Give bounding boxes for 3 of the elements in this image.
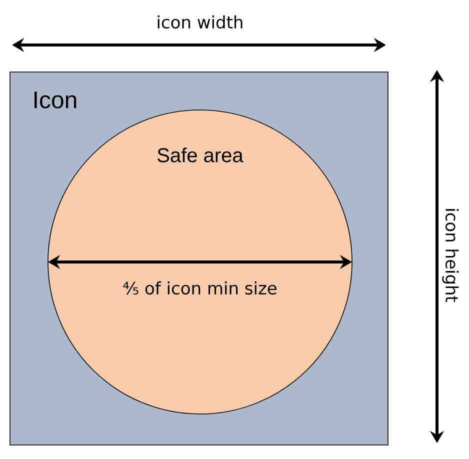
dimension-label: ⅘ of icon min size xyxy=(123,281,276,295)
dimension-label: icon height xyxy=(442,209,459,302)
dimension-label: icon width xyxy=(158,15,242,29)
